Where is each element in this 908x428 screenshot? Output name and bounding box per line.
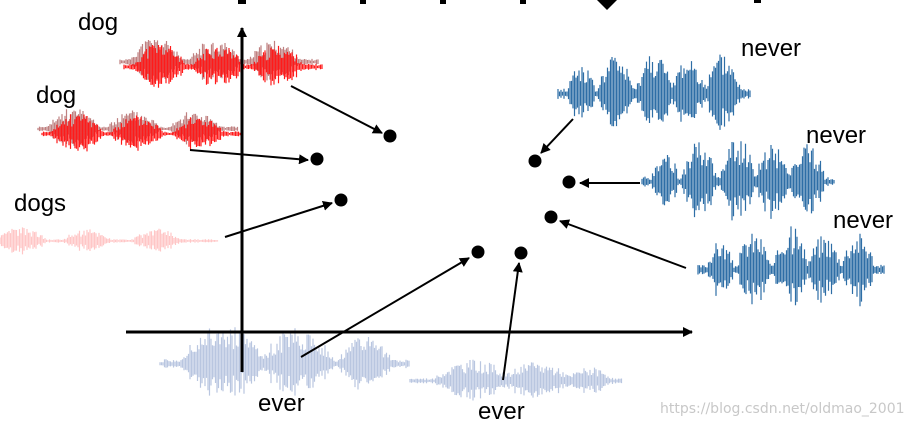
top-cutoff-marks — [238, 0, 761, 10]
arrow-dog-mid — [189, 149, 309, 165]
point-dog-mid — [310, 152, 324, 166]
never-waveform-3 — [697, 226, 885, 307]
point-dog-top — [383, 129, 397, 143]
embedding-points — [310, 129, 576, 260]
ever-waveform-1 — [159, 327, 410, 396]
label-never-1: never — [741, 35, 802, 62]
point-ever-2 — [514, 246, 528, 260]
label-never-3: never — [833, 207, 894, 234]
label-ever-1: ever — [258, 390, 305, 417]
arrow-ever-2 — [502, 262, 523, 381]
never-waveform-1 — [557, 54, 751, 130]
label-never-2: never — [806, 122, 867, 149]
waveform-trace — [409, 359, 623, 401]
mapping-arrows — [189, 85, 687, 381]
waveform-trace — [123, 45, 323, 88]
point-never-3 — [544, 210, 558, 224]
waveform-trace — [641, 141, 835, 221]
label-dogs: dogs — [14, 190, 67, 217]
arrow-dog-top — [290, 85, 383, 134]
waveform-trace — [0, 227, 219, 255]
point-ever-1 — [471, 245, 485, 259]
arrow-dogs — [224, 200, 333, 238]
dog-waveform-top — [119, 40, 323, 88]
label-dog-middle: dog — [36, 82, 77, 109]
waveform-trace — [159, 327, 410, 396]
waveform-trace — [41, 114, 243, 152]
arrow-never-3 — [559, 219, 687, 269]
point-never-1 — [528, 154, 542, 168]
never-waveform-2 — [641, 141, 835, 221]
waveform-trace — [697, 226, 885, 307]
arrow-ever-1 — [300, 257, 470, 358]
watermark: https://blog.csdn.net/oldmao_2001 — [660, 401, 905, 417]
dogs-waveform — [0, 227, 219, 255]
ever-waveform-2 — [409, 359, 623, 401]
point-never-2 — [562, 175, 576, 189]
label-ever-2: ever — [478, 398, 525, 425]
point-dogs — [334, 193, 348, 207]
waveform-trace — [557, 54, 751, 130]
arrow-never-1 — [540, 118, 574, 154]
dog-waveform-middle — [37, 109, 243, 152]
label-dog-top: dog — [78, 9, 119, 36]
